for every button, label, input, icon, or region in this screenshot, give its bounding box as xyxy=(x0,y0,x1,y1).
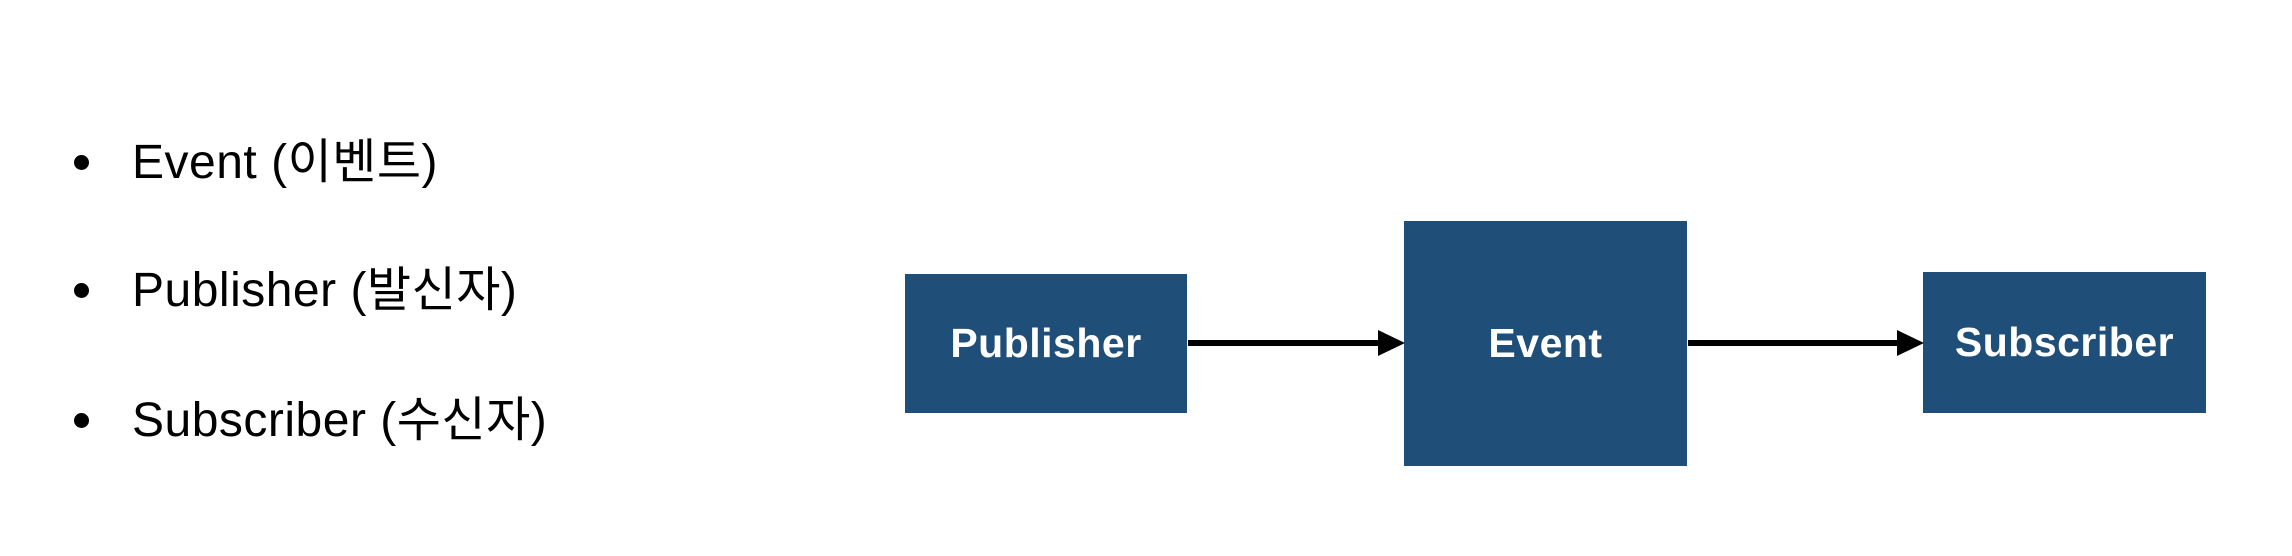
diagram-node-publisher-label: Publisher xyxy=(950,320,1142,366)
diagram-node-event: Event xyxy=(1404,221,1687,466)
list-item-publisher-label: Publisher (발신자) xyxy=(132,264,518,317)
bullet-dot-icon xyxy=(74,155,89,171)
list-item-event-label: Event (이벤트) xyxy=(132,136,439,189)
list-item-event: Event (이벤트) xyxy=(74,134,438,192)
list-item-subscriber: Subscriber (수신자) xyxy=(74,392,547,450)
arrow-publisher-to-event xyxy=(1188,330,1405,356)
diagram-node-subscriber: Subscriber xyxy=(1923,272,2206,413)
arrow-event-to-subscriber xyxy=(1688,330,1924,356)
diagram-node-subscriber-label: Subscriber xyxy=(1954,319,2175,365)
diagram-node-event-label: Event xyxy=(1488,320,1603,366)
bullet-dot-icon xyxy=(74,413,89,429)
list-item-publisher: Publisher (발신자) xyxy=(74,262,517,320)
bullet-dot-icon xyxy=(74,283,89,299)
list-item-subscriber-label: Subscriber (수신자) xyxy=(132,394,548,447)
diagram-node-publisher: Publisher xyxy=(905,274,1187,413)
